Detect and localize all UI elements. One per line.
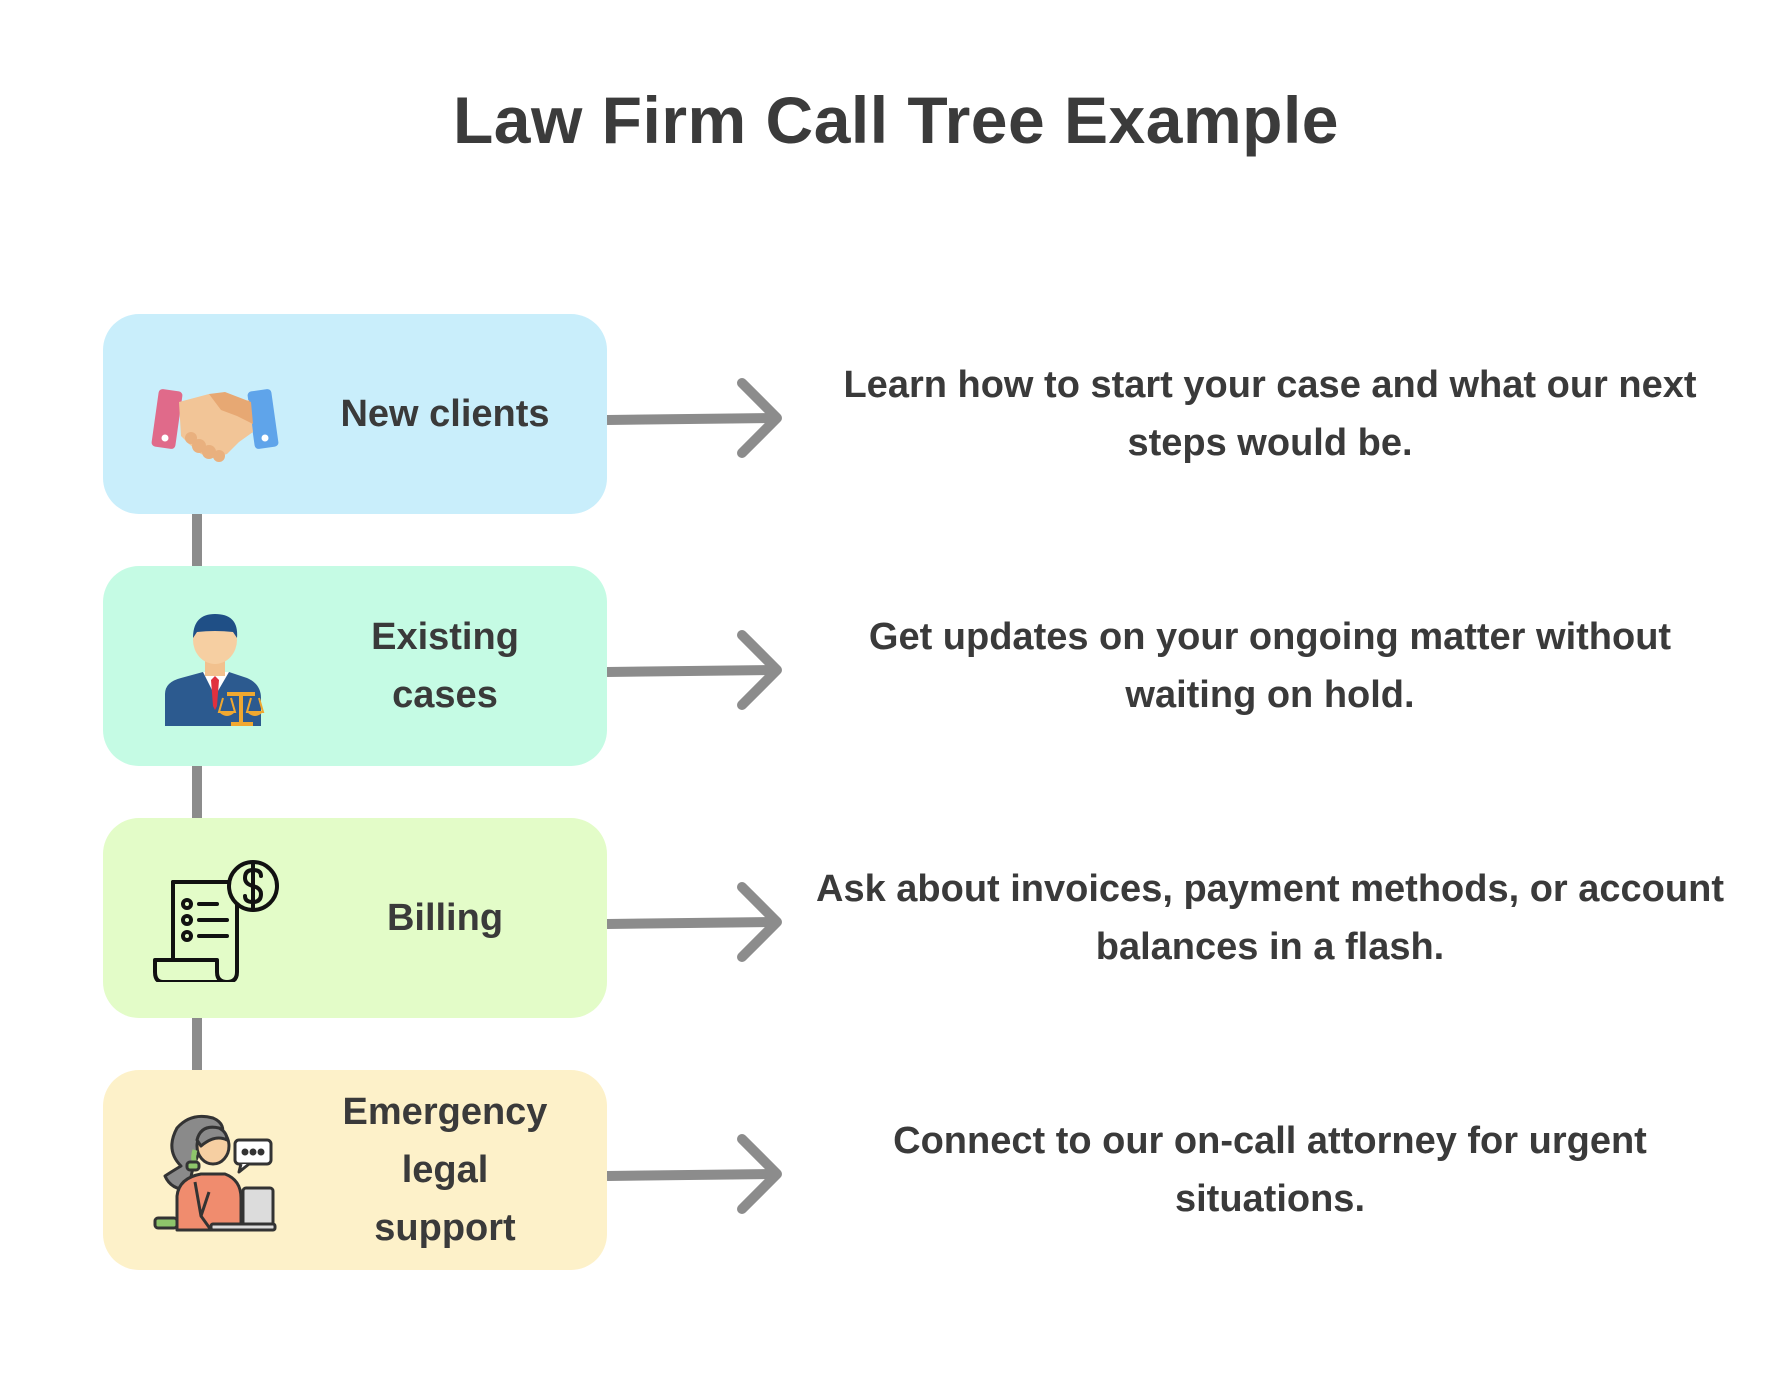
branch-label: Existing cases [371, 616, 519, 716]
tree-connector [192, 766, 202, 820]
branch-box-billing: Billing [103, 818, 607, 1018]
tree-connector [192, 1018, 202, 1072]
invoice-dollar-icon [151, 854, 279, 984]
tree-connector [192, 514, 202, 568]
branch-description: Get updates on your ongoing matter witho… [868, 616, 1672, 716]
lawyer-scales-icon [151, 602, 279, 730]
branch-description: Connect to our on-call attorney for urge… [893, 1120, 1647, 1220]
branch-description: Ask about invoices, payment methods, or … [816, 868, 1724, 968]
handshake-icon [151, 350, 279, 478]
branch-label: Emergency legal support [342, 1091, 548, 1249]
page-title: Law Firm Call Tree Example [452, 83, 1340, 157]
support-agent-icon [151, 1106, 279, 1234]
arrow-icon [607, 1134, 782, 1214]
branch-box-new-clients: New clients [103, 314, 607, 514]
arrow-icon [607, 882, 782, 962]
arrow-icon [607, 630, 782, 710]
arrow-icon [607, 378, 782, 458]
branch-label: Billing [386, 897, 504, 939]
branch-label: New clients [340, 393, 550, 435]
branch-box-emergency-legal-support: Emergency legal support [103, 1070, 607, 1270]
branch-description: Learn how to start your case and what ou… [843, 364, 1697, 464]
branch-box-existing-cases: Existing cases [103, 566, 607, 766]
